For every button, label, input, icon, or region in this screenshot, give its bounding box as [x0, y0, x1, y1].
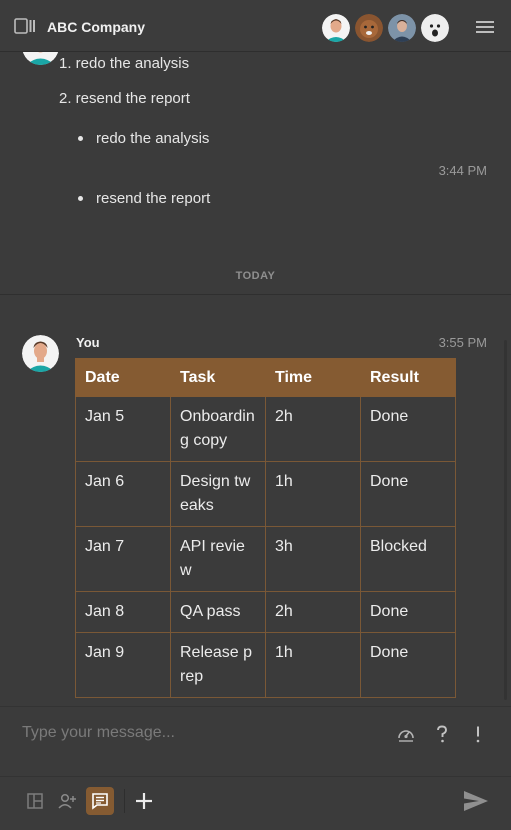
toolbar-separator: [124, 789, 125, 813]
table-row: Jan 8 QA pass 2h Done: [75, 591, 456, 633]
layout-icon: [27, 793, 43, 809]
date-divider-label: TODAY: [235, 270, 276, 282]
chat-title: ABC Company: [47, 19, 146, 35]
bullet-list-item: redo the analysis: [96, 130, 210, 147]
participant-avatar[interactable]: [421, 14, 449, 42]
message-timestamp: 3:55 PM: [438, 335, 487, 350]
participant-avatar[interactable]: [355, 14, 383, 42]
older-message: 1. redo the analysis 2. resend the repor…: [0, 52, 511, 242]
participant-avatar[interactable]: [322, 14, 350, 42]
add-user-icon: [58, 793, 76, 809]
send-button[interactable]: [460, 787, 492, 815]
table-cell: 2h: [265, 396, 361, 462]
message-list[interactable]: 1. redo the analysis 2. resend the repor…: [0, 52, 511, 706]
message-timestamp: 3:44 PM: [438, 163, 487, 178]
message-input[interactable]: [20, 719, 374, 747]
layout-button[interactable]: [21, 787, 49, 815]
plus-icon: [136, 793, 152, 809]
message-mode-button[interactable]: [86, 787, 114, 815]
sender-avatar[interactable]: [22, 52, 59, 65]
table-cell: Jan 8: [75, 591, 171, 633]
participant-avatars: [322, 14, 449, 42]
table-cell: Done: [360, 461, 456, 527]
table-cell: API review: [170, 526, 266, 592]
question-icon[interactable]: [435, 725, 449, 743]
column-header: Task: [170, 358, 266, 397]
table-cell: QA pass: [170, 591, 266, 633]
sender-avatar[interactable]: [22, 335, 59, 372]
ordered-list-item: 2. resend the report: [59, 90, 190, 107]
table-row: Jan 6 Design tweaks 1h Done: [75, 461, 456, 527]
bullet-dot: [78, 136, 83, 141]
participant-avatar[interactable]: [388, 14, 416, 42]
exclamation-icon[interactable]: [474, 725, 482, 743]
sender-name: You: [76, 335, 100, 350]
table-cell: Blocked: [360, 526, 456, 592]
speedometer-icon[interactable]: [397, 725, 415, 743]
panel-toggle-icon[interactable]: [14, 18, 36, 34]
table-cell: Done: [360, 591, 456, 633]
add-button[interactable]: [130, 787, 158, 815]
table-row: Jan 5 Onboarding copy 2h Done: [75, 396, 456, 462]
table-cell: Jan 5: [75, 396, 171, 462]
send-icon: [464, 791, 488, 811]
message-icon: [92, 793, 108, 810]
table-cell: Design tweaks: [170, 461, 266, 527]
table-cell: 1h: [265, 632, 361, 698]
table-row: Jan 7 API review 3h Blocked: [75, 526, 456, 592]
bullet-dot: [78, 196, 83, 201]
ordered-list-item: 1. redo the analysis: [59, 55, 190, 72]
chat-header: ABC Company: [0, 0, 511, 52]
table-cell: Done: [360, 632, 456, 698]
table-row: Jan 9 Release prep 1h Done: [75, 632, 456, 698]
table-cell: 2h: [265, 591, 361, 633]
table-cell: Onboarding copy: [170, 396, 266, 462]
hamburger-menu-icon[interactable]: [475, 20, 495, 34]
table-cell: 3h: [265, 526, 361, 592]
table-cell: Jan 6: [75, 461, 171, 527]
date-divider: [0, 294, 511, 295]
column-header: Time: [265, 358, 361, 397]
table-cell: Jan 9: [75, 632, 171, 698]
column-header: Date: [75, 358, 171, 397]
column-header: Result: [360, 358, 456, 397]
table-cell: Release prep: [170, 632, 266, 698]
bullet-list-item: resend the report: [96, 190, 211, 207]
table-cell: Jan 7: [75, 526, 171, 592]
bottom-toolbar: [0, 776, 511, 830]
message-table: Date Task Time Result Jan 5 Onboarding c…: [75, 358, 456, 698]
table-cell: 1h: [265, 461, 361, 527]
scrollbar[interactable]: [504, 340, 507, 700]
table-cell: Done: [360, 396, 456, 462]
add-user-button[interactable]: [53, 787, 81, 815]
table-header-row: Date Task Time Result: [75, 358, 456, 397]
composer: [0, 706, 511, 776]
